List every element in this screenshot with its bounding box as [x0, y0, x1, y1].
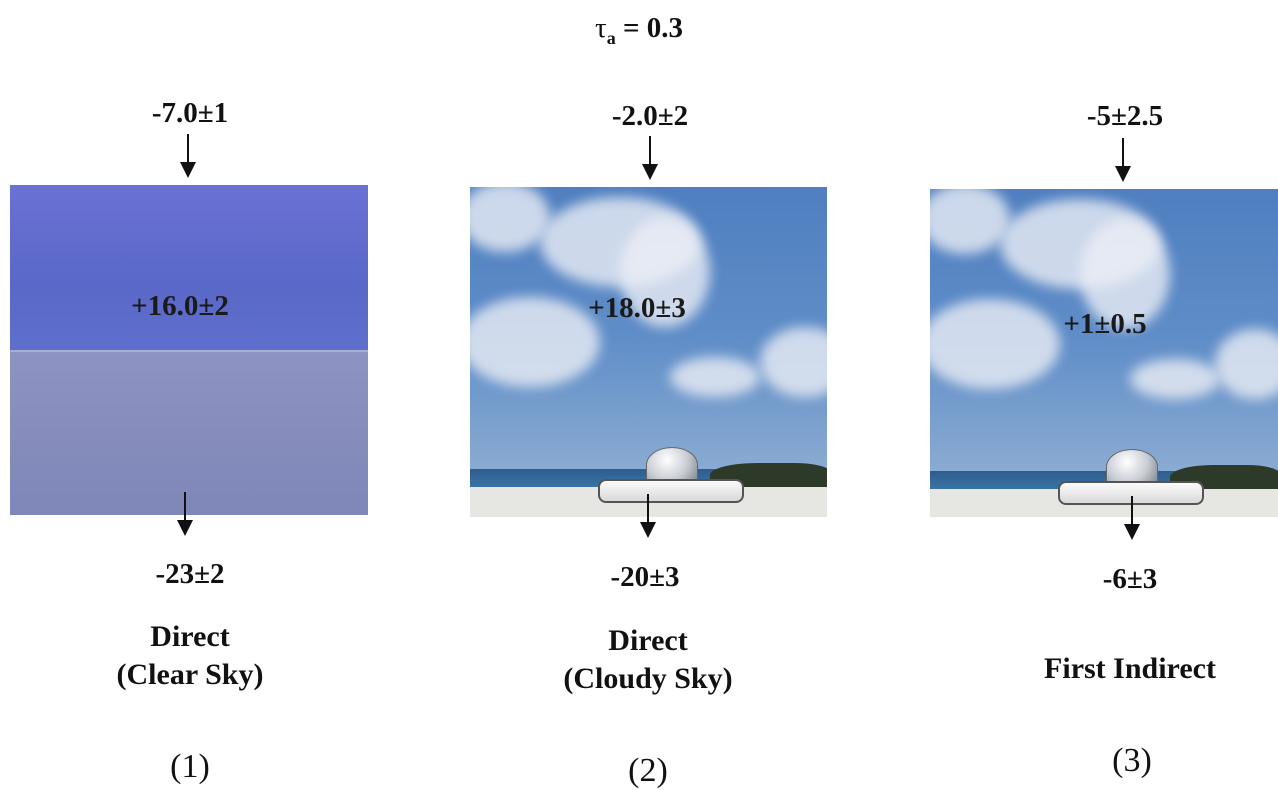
cloud — [470, 297, 600, 387]
panel-2-caption-line1: Direct — [608, 624, 688, 657]
figure-title: τa = 0.3 — [0, 12, 1278, 49]
panel-1-number: (1) — [170, 748, 210, 785]
panel-3-top-label: -5±2.5 — [1086, 100, 1164, 132]
panel-3-center-label: +1±0.5 — [1063, 308, 1147, 340]
panel-3-bottom-arrow — [1124, 496, 1140, 540]
tau-subscript: a — [606, 27, 616, 48]
cloud — [470, 187, 550, 252]
panel-1-bottom-label: -23±2 — [155, 558, 225, 590]
panel-2-caption-line2: (Cloudy Sky) — [563, 662, 733, 695]
clear-sky-region — [10, 185, 368, 352]
cloud — [760, 327, 827, 397]
radiometer-dome — [1106, 449, 1158, 485]
panel-1-bottom-arrow — [177, 492, 193, 536]
panel-3-bottom-label: -6±3 — [1102, 563, 1158, 595]
panel-3-cloudy-sky-image — [930, 189, 1278, 517]
cloud — [1130, 359, 1220, 399]
panel-1-caption: Direct (Clear Sky) — [40, 618, 340, 694]
panel-1-caption-line2: (Clear Sky) — [116, 658, 264, 691]
clear-ground-region — [10, 352, 368, 515]
cloud — [1215, 329, 1278, 399]
panel-1-top-label: -7.0±1 — [151, 97, 229, 129]
panel-3-caption-line1: First Indirect — [1044, 652, 1216, 685]
panel-1-center-label: +16.0±2 — [131, 290, 229, 322]
cloud — [930, 189, 1010, 254]
cloud — [670, 357, 760, 397]
panel-3-caption: First Indirect — [980, 650, 1278, 688]
panel-2-top-arrow — [642, 136, 658, 180]
panel-1-top-arrow — [180, 134, 196, 178]
radiometer-dome — [646, 447, 698, 483]
cloud — [620, 217, 710, 327]
panel-1-caption-line1: Direct — [150, 620, 230, 653]
panel-3-number: (3) — [1112, 742, 1152, 779]
panel-2-cloudy-sky-image — [470, 187, 827, 517]
panel-2-top-label: -2.0±2 — [611, 100, 689, 132]
panel-2-bottom-label: -20±3 — [610, 561, 680, 593]
horizon-line — [10, 350, 368, 353]
panel-3-top-arrow — [1115, 138, 1131, 182]
radiometer-base — [598, 479, 744, 503]
panel-2-bottom-arrow — [640, 494, 656, 538]
panel-2-caption: Direct (Cloudy Sky) — [498, 622, 798, 698]
cloud — [930, 299, 1060, 389]
cloud — [1080, 219, 1170, 329]
panel-2-number: (2) — [628, 752, 668, 789]
tau-symbol: τ — [595, 12, 607, 44]
panel-2-center-label: +18.0±3 — [588, 292, 686, 324]
tau-value: = 0.3 — [622, 12, 683, 44]
panel-1-clear-sky-image — [10, 185, 368, 515]
